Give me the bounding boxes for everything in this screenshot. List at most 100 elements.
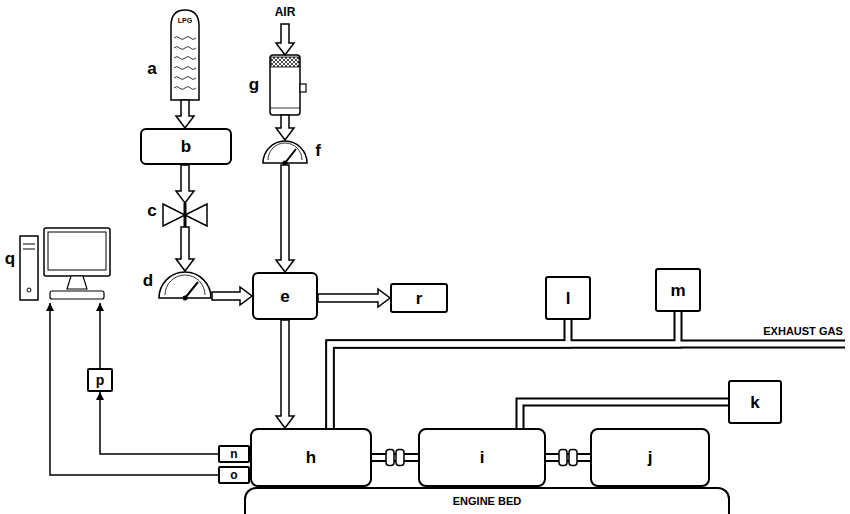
shaft-coupling (559, 450, 567, 466)
supply-arrow (276, 115, 294, 140)
flow-arrow (276, 320, 294, 428)
pressure-gauge-part (183, 296, 188, 301)
supply-arrow (212, 287, 252, 305)
valve-symbol (163, 203, 207, 227)
signal-line (46, 303, 54, 311)
box-letter: j (648, 449, 653, 466)
shaft-line (546, 455, 590, 460)
component-box: r (390, 283, 448, 313)
box-letter: o (230, 469, 237, 481)
computer-icon-part (48, 232, 106, 270)
exhaust-pipe-run (330, 344, 845, 428)
pressure-gauge-part (159, 272, 211, 298)
supply-arrows (46, 24, 294, 475)
lpg-cylinder-part (174, 57, 196, 60)
component-box: e (252, 272, 318, 320)
shaft-coupling (396, 450, 404, 466)
sensor-box: n (218, 445, 250, 463)
box-letter: e (280, 288, 289, 305)
supply-arrow (176, 165, 194, 203)
cylinder-label: LPG (178, 17, 192, 24)
pressure-gauge-part (185, 282, 198, 298)
inlet-label: AIR (275, 6, 296, 18)
component-box: i (418, 428, 546, 487)
computer-icon (20, 228, 110, 300)
signal-line (99, 303, 101, 368)
callout-letter: d (143, 272, 153, 289)
callout-letter: a (147, 60, 156, 77)
shaft-line (546, 453, 590, 462)
lpg-cylinder-part (174, 67, 196, 70)
supply-arrow (176, 100, 194, 128)
component-box: l (545, 276, 591, 320)
component-box: k (728, 380, 782, 424)
lpg-cylinder-part (171, 10, 199, 100)
lpg-cylinder-part (174, 37, 196, 40)
component-box: m (655, 268, 701, 312)
callout-letter: g (249, 76, 259, 93)
air-filter-part (270, 108, 300, 109)
signal-line (100, 392, 218, 454)
component-box: b (140, 128, 232, 165)
callout-letter: f (315, 142, 321, 159)
box-letter: m (670, 282, 685, 299)
shaft-coupling (569, 450, 577, 466)
valve-symbol-part (185, 204, 207, 226)
computer-icon-part (50, 291, 104, 299)
component-box: j (590, 428, 710, 487)
box-letter: h (306, 449, 316, 466)
box-letter: p (96, 373, 105, 387)
computer-icon-part (20, 236, 38, 300)
air-flow-gauge-part (263, 141, 307, 163)
box-letter: n (230, 448, 237, 460)
pipe-bores (330, 312, 845, 458)
exhaust-pipe-run (330, 344, 845, 428)
computer-icon-part (23, 249, 35, 250)
air-filter-part (270, 55, 300, 115)
pipe-line (520, 402, 728, 428)
air-flow-gauge-part (285, 149, 296, 163)
band-label: ENGINE BED (453, 496, 521, 507)
air-filter-part (271, 57, 299, 67)
shaft-line (372, 455, 418, 460)
lpg-cylinder-part (174, 47, 196, 50)
valve-symbol-part (184, 203, 187, 227)
computer-icon-part (44, 228, 110, 276)
supply-arrow (176, 227, 194, 271)
air-flow-gauge-part (268, 143, 302, 160)
shaft-line (372, 453, 418, 462)
box-letter: l (566, 290, 571, 307)
box-letter: k (750, 394, 759, 411)
exhaust-pipe (330, 320, 568, 428)
box-letter: r (416, 290, 423, 307)
air-flow-gauge (263, 141, 307, 166)
computer-icon-part (23, 244, 35, 245)
flow-arrow (318, 289, 390, 307)
box-letter: i (480, 449, 485, 466)
outlet-label: EXHAUST GAS (763, 326, 842, 337)
computer-icon-part (27, 288, 31, 292)
callout-letter: q (5, 250, 15, 267)
box-letter: b (181, 138, 191, 155)
exhaust-pipe (330, 312, 678, 428)
supply-arrow (276, 24, 294, 55)
supply-arrow (276, 165, 294, 272)
pipe-line (520, 402, 728, 428)
computer-icon-part (67, 276, 87, 289)
pipe-outlines (330, 312, 845, 458)
callout-letter: c (147, 202, 156, 219)
lpg-cylinder-part (174, 87, 196, 90)
engine-bed-band: ENGINE BED (244, 487, 730, 514)
shaft-coupling (386, 450, 394, 466)
sensor-box: o (218, 466, 250, 484)
pressure-gauge-part (165, 275, 205, 295)
pressure-gauge (159, 272, 211, 301)
air-filter (270, 55, 306, 115)
signal-line (96, 392, 104, 400)
exhaust-pipe (330, 320, 568, 428)
lpg-cylinder (171, 10, 199, 100)
component-box: h (250, 428, 372, 487)
component-box: p (87, 368, 113, 392)
lpg-cylinder-part (174, 77, 196, 80)
